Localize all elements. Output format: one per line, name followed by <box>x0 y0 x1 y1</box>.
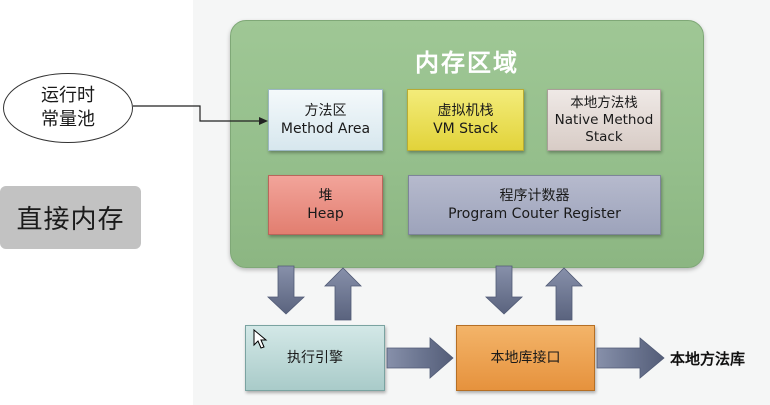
heap-en: Heap <box>307 206 344 222</box>
native-interface-label: 本地库接口 <box>490 350 561 366</box>
native-method-stack-en-2: Stack <box>585 128 623 145</box>
direct-memory-box: 直接内存 <box>0 186 141 249</box>
vm-stack-cn: 虚拟机栈 <box>437 103 494 119</box>
vm-stack-box: 虚拟机栈 VM Stack <box>407 89 524 151</box>
native-method-stack-cn: 本地方法栈 <box>570 94 638 111</box>
pc-register-en: Program Couter Register <box>448 206 621 222</box>
arrow-down-to-native-interface-icon <box>484 265 524 315</box>
heap-cn: 堆 <box>318 188 333 204</box>
arrow-up-from-native-interface-icon <box>545 267 583 321</box>
pc-register-box: 程序计数器 Program Couter Register <box>408 175 661 235</box>
arrow-execution-to-native-interface-icon <box>386 337 454 379</box>
native-method-stack-box: 本地方法栈 Native Method Stack <box>547 89 661 151</box>
vm-stack-en: VM Stack <box>433 121 498 137</box>
pc-register-cn: 程序计数器 <box>499 188 570 204</box>
runtime-constant-pool-line2: 常量池 <box>41 109 95 130</box>
native-interface-box: 本地库接口 <box>456 325 595 391</box>
runtime-constant-pool-ellipse: 运行时 常量池 <box>3 73 133 143</box>
execution-engine-label: 执行引擎 <box>287 350 343 366</box>
arrow-native-interface-to-library-icon <box>596 337 665 379</box>
method-area-cn: 方法区 <box>304 103 347 119</box>
native-library-label: 本地方法库 <box>670 350 746 368</box>
method-area-en: Method Area <box>280 121 371 137</box>
heap-box: 堆 Heap <box>268 175 383 235</box>
runtime-pool-connector <box>133 105 262 122</box>
mouse-cursor-icon <box>253 328 268 349</box>
direct-memory-label: 直接内存 <box>16 205 125 235</box>
runtime-pool-connector-arrowhead-icon <box>259 117 268 125</box>
arrow-down-to-execution-engine-icon <box>266 265 306 315</box>
runtime-constant-pool-line1: 运行时 <box>41 85 95 106</box>
native-method-stack-en-1: Native Method <box>554 111 654 128</box>
execution-engine-box: 执行引擎 <box>245 325 385 391</box>
memory-region-title: 内存区域 <box>415 49 519 77</box>
arrow-up-from-execution-engine-icon <box>324 267 362 321</box>
method-area-box: 方法区 Method Area <box>268 89 383 151</box>
